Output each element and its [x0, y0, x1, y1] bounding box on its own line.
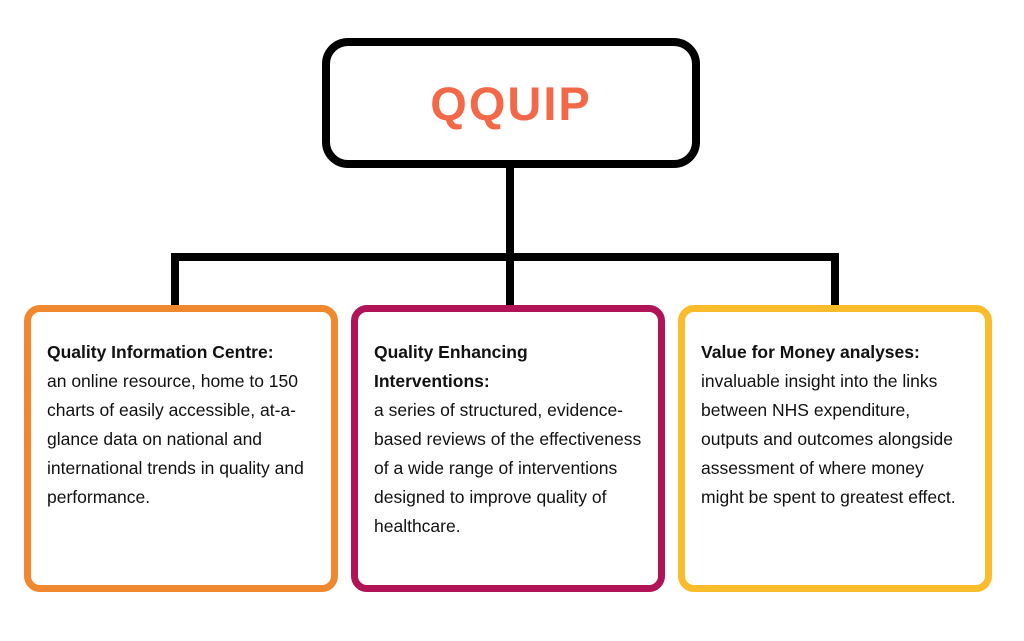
connector-drop-right [831, 253, 839, 309]
box-quality-enhancing-interventions: Quality Enhancing Interventions: a serie… [351, 305, 665, 592]
root-node-box: QQUIP [322, 38, 700, 168]
connector-horizontal-bar [171, 253, 839, 261]
box-title: Value for Money analyses: [701, 342, 920, 362]
box-value-for-money-analyses: Value for Money analyses: invaluable ins… [678, 305, 992, 592]
box-title: Quality Enhancing Interventions: [374, 342, 528, 391]
box-body: a series of structured, evidence-based r… [374, 400, 642, 536]
box-quality-information-centre: Quality Information Centre: an online re… [24, 305, 338, 592]
box-title: Quality Information Centre: [47, 342, 274, 362]
root-node-label: QQUIP [430, 76, 592, 130]
connector-drop-left [171, 253, 179, 309]
child-boxes-row: Quality Information Centre: an online re… [24, 305, 992, 592]
box-body: invaluable insight into the links betwee… [701, 371, 956, 507]
box-body: an online resource, home to 150 charts o… [47, 371, 304, 507]
connector-vertical-stem [506, 164, 514, 307]
